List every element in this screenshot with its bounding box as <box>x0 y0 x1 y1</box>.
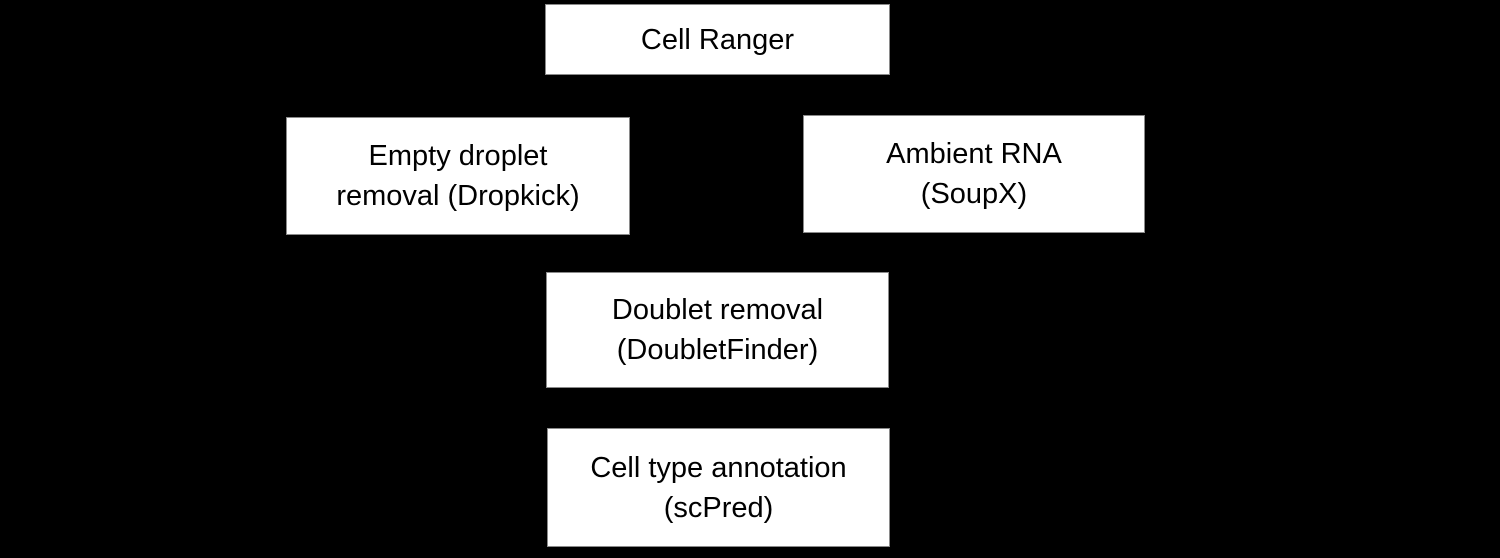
node-cell-ranger: Cell Ranger <box>545 4 890 75</box>
node-label: removal (Dropkick) <box>336 180 580 212</box>
node-label: (scPred) <box>663 491 774 524</box>
node-empty-droplet-removal: Empty droplet removal (Dropkick) <box>286 117 630 235</box>
node-label: Cell type annotation <box>590 451 847 484</box>
node-cell-type-annotation: Cell type annotation (scPred) <box>547 428 890 547</box>
node-label: Ambient RNA <box>886 138 1062 170</box>
node-label: Cell Ranger <box>640 23 795 56</box>
node-doublet-removal: Doublet removal (DoubletFinder) <box>546 272 889 388</box>
node-label: Doublet removal <box>611 294 824 326</box>
node-ambient-rna: Ambient RNA (SoupX) <box>803 115 1145 233</box>
node-label: Empty droplet <box>368 140 548 172</box>
node-label: (SoupX) <box>920 178 1028 210</box>
node-label: (DoubletFinder) <box>616 334 819 366</box>
